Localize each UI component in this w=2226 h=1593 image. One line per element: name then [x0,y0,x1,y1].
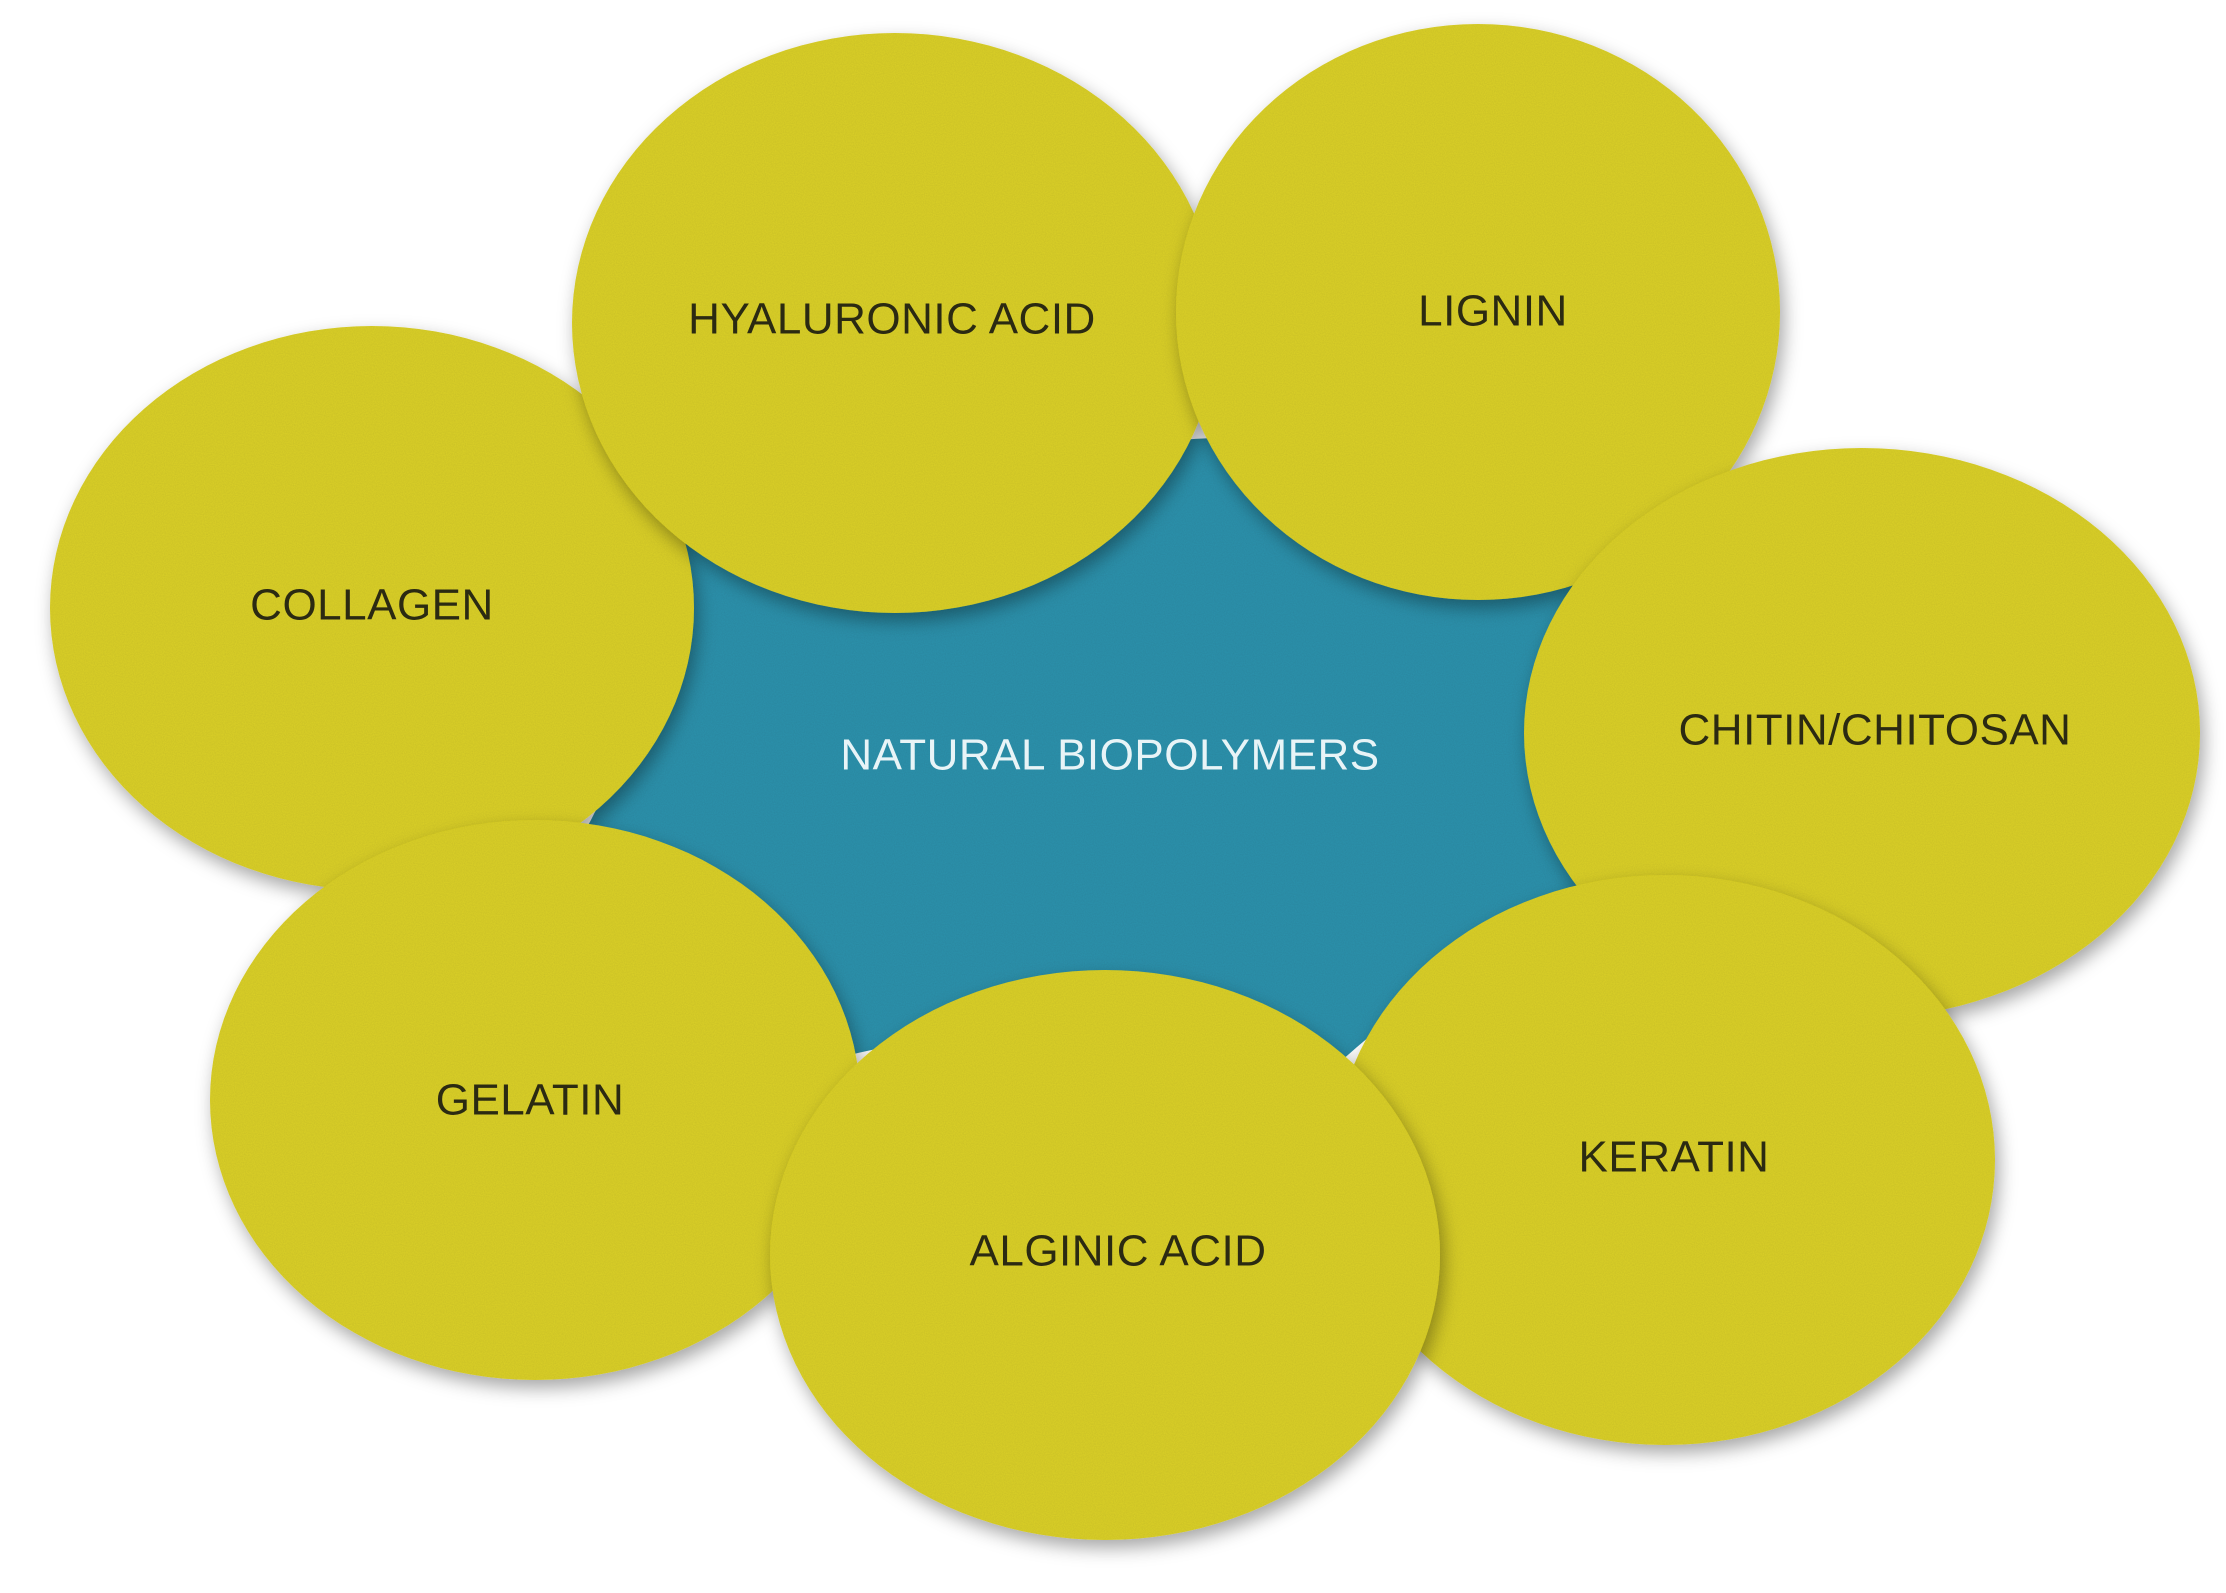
node-alginic-acid [770,970,1440,1540]
label-collagen: COLLAGEN [250,581,494,630]
circle-collagen [50,326,694,890]
label-gelatin: GELATIN [436,1076,625,1125]
circle-keratin [1335,875,1995,1445]
circle-chitin-chitosan [1524,448,2200,1018]
label-alginic-acid: ALGINIC ACID [970,1227,1267,1276]
center-label: NATURAL BIOPOLYMERS [840,731,1379,780]
label-chitin-chitosan: CHITIN/CHITOSAN [1679,706,2072,755]
node-keratin [1335,875,1995,1445]
label-lignin: LIGNIN [1418,287,1568,336]
label-keratin: KERATIN [1579,1133,1770,1182]
circle-lignin [1176,24,1780,600]
node-hyaluronic-acid [572,33,1218,613]
node-collagen [50,326,694,890]
circle-hyaluronic-acid [572,33,1218,613]
circle-gelatin [210,820,860,1380]
label-hyaluronic-acid: HYALURONIC ACID [688,295,1096,344]
node-lignin [1176,24,1780,600]
node-gelatin [210,820,860,1380]
node-chitin-chitosan [1524,448,2200,1018]
circle-alginic-acid [770,970,1440,1540]
